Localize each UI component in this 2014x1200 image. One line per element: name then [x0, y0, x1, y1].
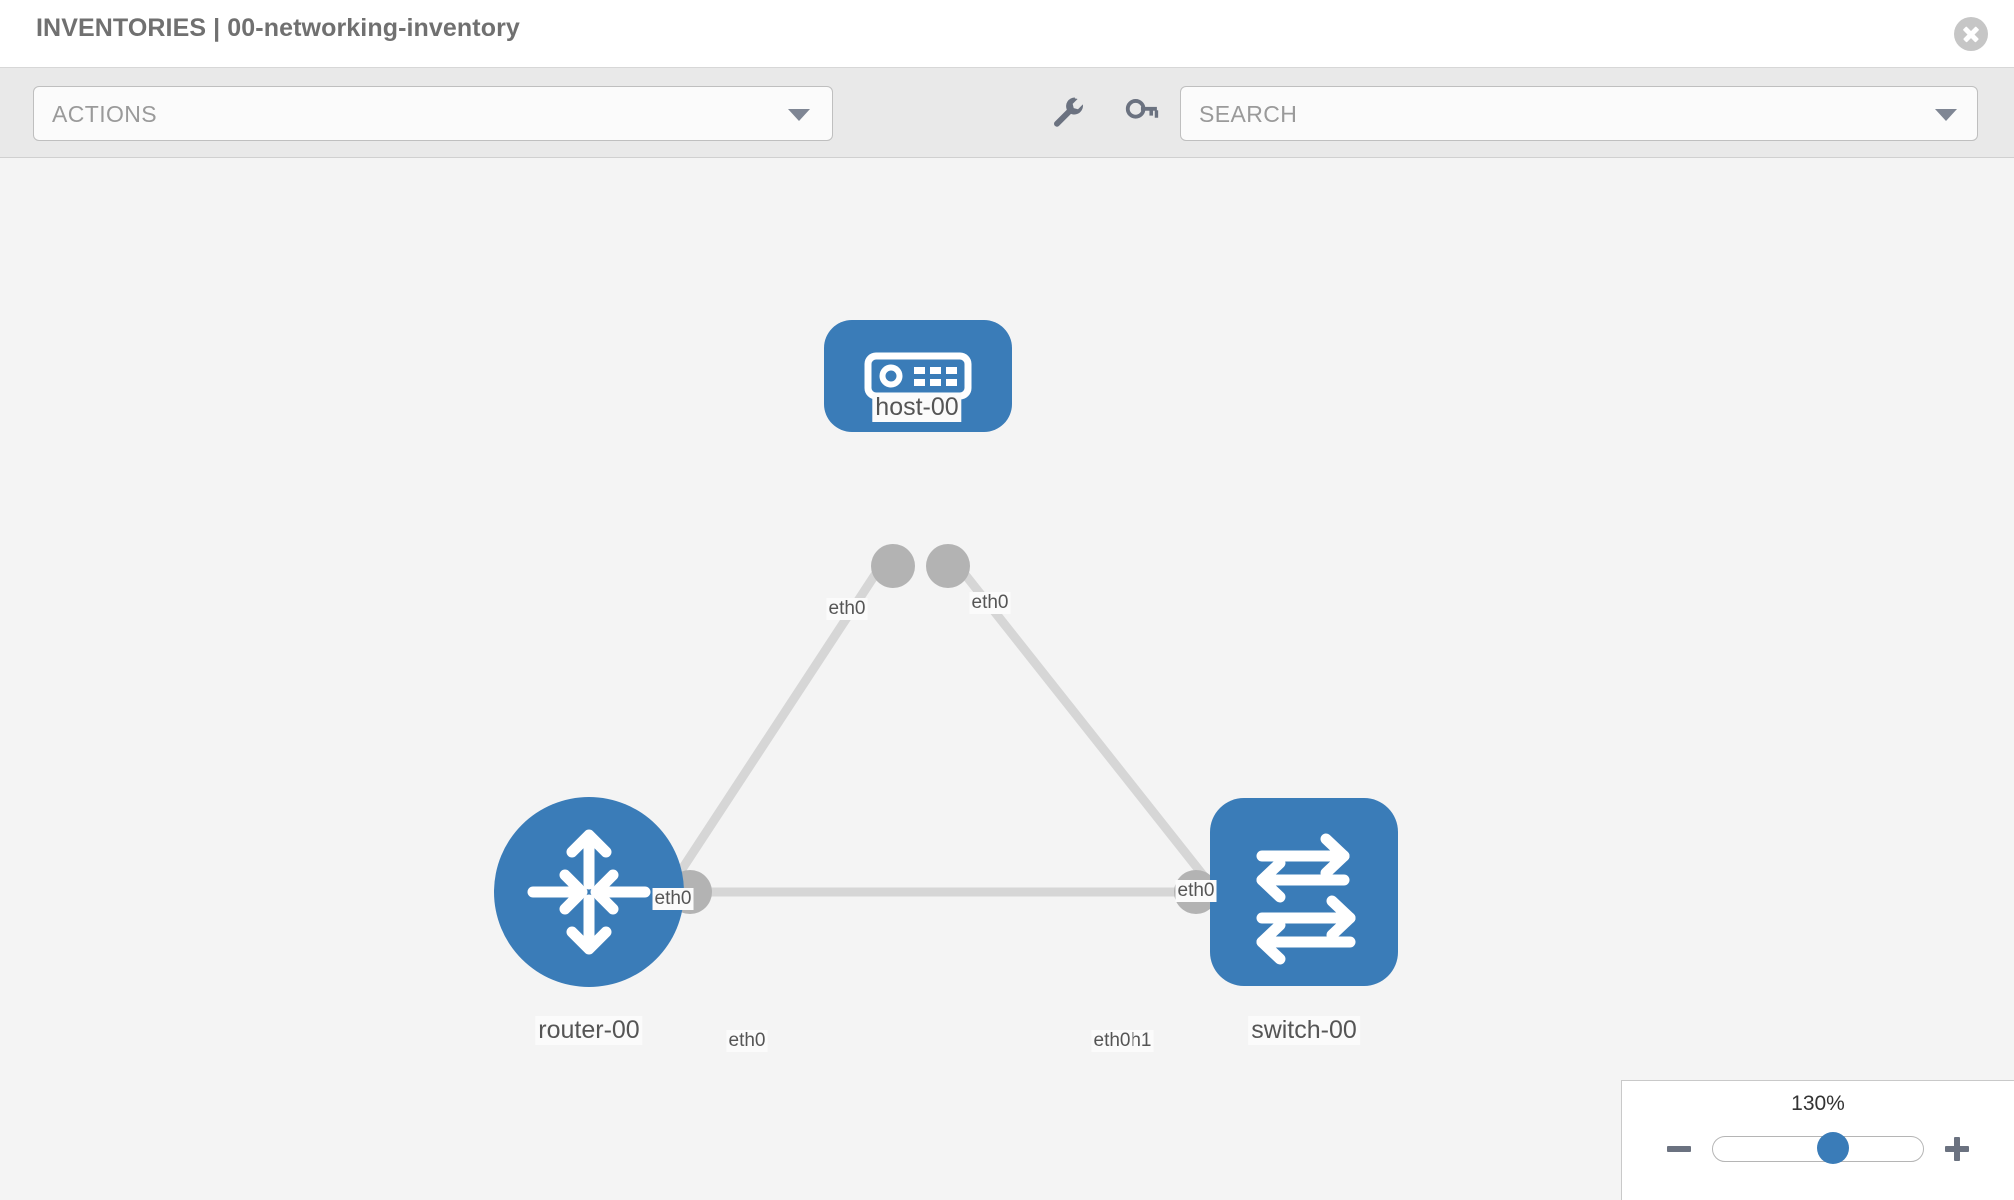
topology-canvas[interactable]: host-00 router-00 switch-00 eth0 eth0 et… — [0, 158, 2014, 1200]
topology-edges — [646, 555, 1241, 921]
wrench-icon[interactable] — [1046, 90, 1090, 134]
node-label-host-00: host-00 — [872, 393, 962, 422]
zoom-in-button[interactable] — [1942, 1134, 1972, 1164]
node-switch-00 — [1210, 798, 1398, 986]
topology-graph — [494, 320, 1398, 987]
zoom-slider[interactable] — [1712, 1132, 1924, 1164]
zoom-level-value: 130% — [1791, 1092, 1845, 1115]
node-label-router-00: router-00 — [535, 1016, 643, 1045]
chevron-down-icon — [788, 109, 810, 121]
page-header: INVENTORIES | 00-networking-inventory — [0, 0, 2014, 68]
zoom-control-panel: 130% — [1621, 1080, 2014, 1200]
zoom-slider-thumb[interactable] — [1816, 1132, 1849, 1164]
iface-label-host-left: eth0 — [826, 598, 868, 620]
topology-toolbar: ACTIONS SEARCH — [0, 68, 2014, 158]
iface-label-router-right: eth0 — [726, 1030, 768, 1052]
node-label-switch-00: switch-00 — [1248, 1016, 1360, 1045]
connector-host-left — [871, 544, 915, 588]
iface-label-host-right: eth0 — [969, 592, 1011, 614]
toolbar-icon-group — [1046, 90, 1164, 134]
zoom-out-button[interactable] — [1664, 1134, 1694, 1164]
chevron-down-icon — [1935, 109, 1957, 121]
key-icon[interactable] — [1120, 90, 1164, 134]
search-input[interactable]: SEARCH — [1180, 86, 1978, 141]
actions-dropdown[interactable]: ACTIONS — [33, 86, 833, 141]
node-host-00 — [824, 320, 1012, 432]
actions-dropdown-label: ACTIONS — [52, 101, 158, 127]
edge-host-switch — [948, 555, 1241, 921]
router-arrows-icon — [527, 829, 651, 955]
zoom-slider-row — [1622, 1129, 2014, 1169]
switch-arrows-icon — [1256, 833, 1356, 965]
iface-label-switch-up: eth0 — [1175, 880, 1217, 902]
iface-label-router-up: eth0 — [652, 888, 694, 910]
page-title: INVENTORIES | 00-networking-inventory — [36, 14, 520, 42]
close-icon[interactable] — [1954, 17, 1988, 51]
connector-host-right — [926, 544, 970, 588]
iface-label-switch-eth0: eth0 — [1091, 1030, 1133, 1052]
node-router-00 — [494, 797, 684, 987]
search-placeholder: SEARCH — [1199, 101, 1298, 127]
